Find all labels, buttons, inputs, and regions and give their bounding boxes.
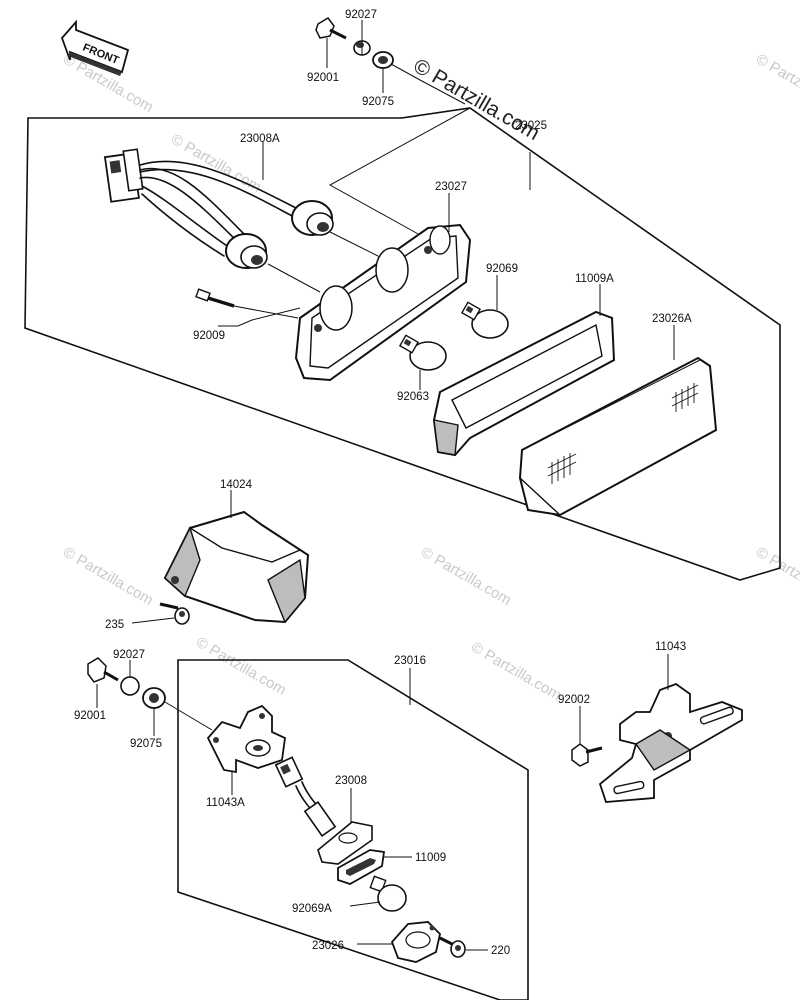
cover-14024 (163, 510, 310, 624)
leader-line (267, 263, 321, 293)
callout-92027-top: 92027 (345, 9, 377, 21)
bolt-92001-top (315, 17, 347, 40)
bulb-92069A (369, 875, 407, 912)
watermark-faint: © Partzilla.com (753, 544, 800, 609)
watermark-faint: © Partzilla.com (753, 51, 800, 116)
bulb-92063 (398, 334, 447, 371)
lens-23026 (390, 921, 441, 963)
leader-line (328, 107, 471, 236)
bulb-92069 (460, 301, 509, 339)
socket-23008 (274, 756, 373, 865)
screw-92009 (195, 288, 235, 308)
gasket-11009 (337, 849, 386, 885)
license-light-assembly-frame (177, 659, 529, 1000)
watermark-faint: © Partzilla.com (60, 544, 156, 609)
callout-11043: 11043 (655, 641, 686, 653)
callout-220: 220 (491, 945, 510, 957)
front-arrow-icon: FRONT (60, 19, 130, 76)
callout-23026A: 23026A (652, 313, 692, 325)
grommet-92075-top (372, 51, 394, 69)
callout-92001-low: 92001 (74, 710, 106, 722)
callout-23026: 23026 (312, 940, 344, 952)
callout-23016: 23016 (394, 655, 426, 667)
grommet-92075-low (142, 687, 166, 709)
callout-labels: 92027 92001 92075 23025 23008A 23027 920… (74, 9, 692, 957)
leader-line (329, 231, 383, 259)
callout-23008: 23008 (335, 775, 367, 787)
leader-line (349, 901, 381, 907)
callout-92069-top: 92069 (486, 263, 518, 275)
callout-23008A: 23008A (240, 133, 280, 145)
callout-92001-top: 92001 (307, 72, 339, 84)
callout-11009: 11009 (415, 852, 446, 864)
callout-23025: 23025 (515, 120, 547, 132)
wiring-harness-23008A (103, 148, 334, 269)
callout-11043A: 11043A (206, 797, 245, 809)
watermark-faint: © Partzilla.com (193, 634, 289, 699)
callout-235: 235 (105, 619, 124, 631)
collar-92027-low (120, 676, 140, 696)
callout-11009A: 11009A (575, 273, 614, 285)
lamp-housing-23027 (294, 223, 472, 382)
screw-220 (439, 936, 466, 958)
callout-14024: 14024 (220, 479, 253, 491)
leader-line (131, 617, 175, 624)
bolt-92001-low (87, 657, 119, 683)
callout-92075-low: 92075 (130, 738, 162, 750)
bracket-11043A (206, 704, 286, 774)
bracket-11043 (598, 682, 743, 803)
screw-235 (159, 602, 190, 625)
callout-23027: 23027 (435, 181, 467, 193)
leader-line (164, 701, 213, 731)
watermark-faint: © Partzilla.com (418, 544, 514, 609)
callout-92027-low: 92027 (113, 649, 145, 661)
callout-92069A: 92069A (292, 903, 332, 915)
callout-92002: 92002 (558, 694, 590, 706)
callout-92075-top: 92075 (362, 96, 394, 108)
leader-line (390, 63, 466, 105)
leader-line (233, 305, 299, 319)
watermark-faint: © Partzilla.com (468, 639, 564, 704)
callout-92063: 92063 (397, 391, 429, 403)
lens-23026A (518, 356, 718, 517)
bolt-92002 (571, 743, 603, 767)
callout-92009: 92009 (193, 330, 225, 342)
gasket-frame-11009A (432, 310, 616, 457)
